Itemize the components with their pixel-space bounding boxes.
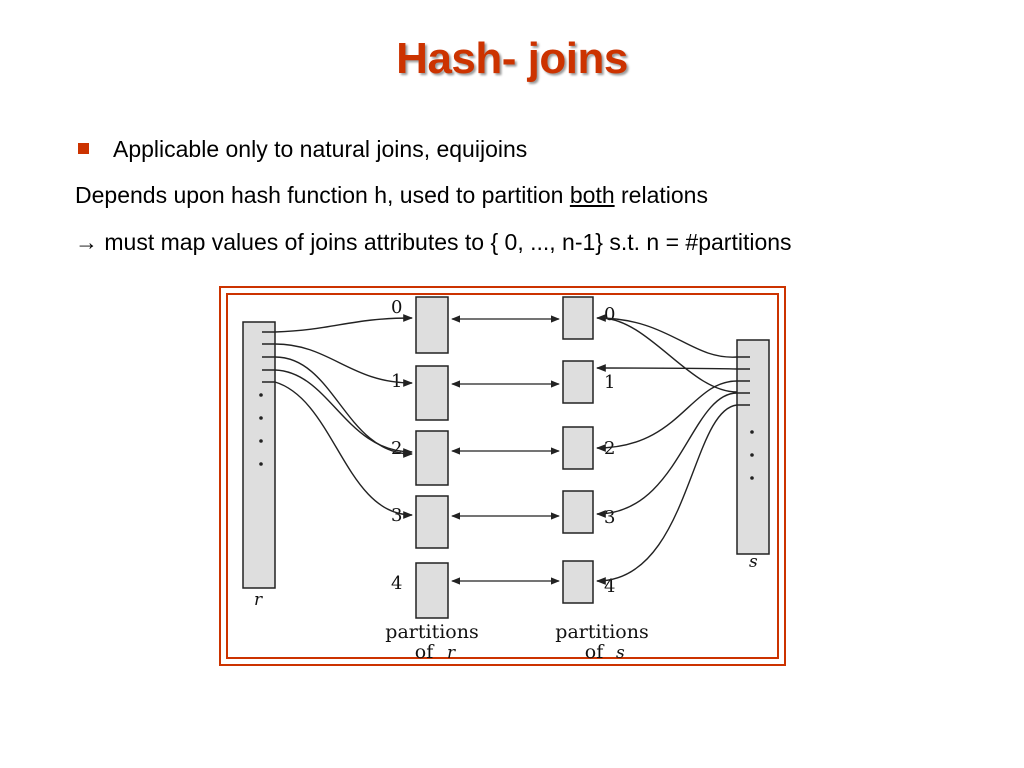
bullet-square-icon	[78, 143, 89, 154]
mapping-line: → must map values of joins attributes to…	[75, 229, 792, 256]
partition-s-index-4: 4	[604, 576, 615, 597]
partition-s-3	[562, 490, 594, 534]
partition-s-index-0: 0	[604, 304, 615, 325]
bullet-text: Applicable only to natural joins, equijo…	[113, 136, 528, 162]
relation-r-label: r	[254, 590, 263, 610]
relation-s-label: s	[749, 552, 758, 572]
partition-s-index-3: 3	[604, 507, 615, 528]
hash-function-line: Depends upon hash function h, used to pa…	[75, 182, 708, 209]
partition-match-arrows	[451, 315, 560, 585]
relation-r-bar	[242, 321, 276, 589]
partition-r-index-2: 2	[391, 438, 402, 459]
partition-r-1	[415, 365, 449, 421]
partitions-s-boxes	[562, 296, 594, 604]
relation-s-bar	[736, 339, 770, 555]
partition-r-0	[415, 296, 449, 354]
hash-function-text-2: relations	[614, 182, 708, 208]
partition-s-0	[562, 296, 594, 340]
hash-function-text-1: Depends upon hash function h, used to pa…	[75, 182, 570, 208]
partition-r-3	[415, 495, 449, 549]
slide-title: Hash- joins	[396, 34, 628, 83]
caption-partitions-r-line1: partitions	[385, 621, 478, 643]
partition-r-index-0: 0	[391, 297, 402, 318]
partition-s-2	[562, 426, 594, 470]
relation-s-ellipsis	[750, 430, 754, 480]
partitions-r-boxes	[415, 296, 449, 619]
partition-r-4	[415, 562, 449, 619]
partition-s-1	[562, 360, 594, 404]
hash-function-underlined-word: both	[569, 182, 615, 208]
partition-s-index-1: 1	[604, 372, 615, 393]
partition-r-index-4: 4	[391, 573, 402, 594]
caption-partitions-r-line2: of	[415, 641, 435, 663]
caption-partitions-s-line2: of	[585, 641, 605, 663]
caption-partitions-s-var: s	[616, 643, 625, 663]
partition-s-index-2: 2	[604, 438, 615, 459]
caption-partitions-r-var: r	[447, 643, 456, 663]
caption-partitions-s-line1: partitions	[555, 621, 648, 643]
relation-r-ellipsis	[259, 393, 263, 466]
partition-s-4	[562, 560, 594, 604]
partition-r-index-3: 3	[391, 505, 402, 526]
right-arrow-icon: →	[75, 229, 98, 255]
hash-arrows-s	[596, 314, 738, 585]
partition-r-2	[415, 430, 449, 486]
hash-arrows-r	[274, 314, 413, 519]
relation-s-tuple-ticks	[737, 356, 750, 406]
mapping-text: must map values of joins attributes to {…	[98, 229, 792, 255]
diagram-frame-inner	[226, 293, 779, 659]
relation-r-tuple-ticks	[262, 331, 275, 383]
